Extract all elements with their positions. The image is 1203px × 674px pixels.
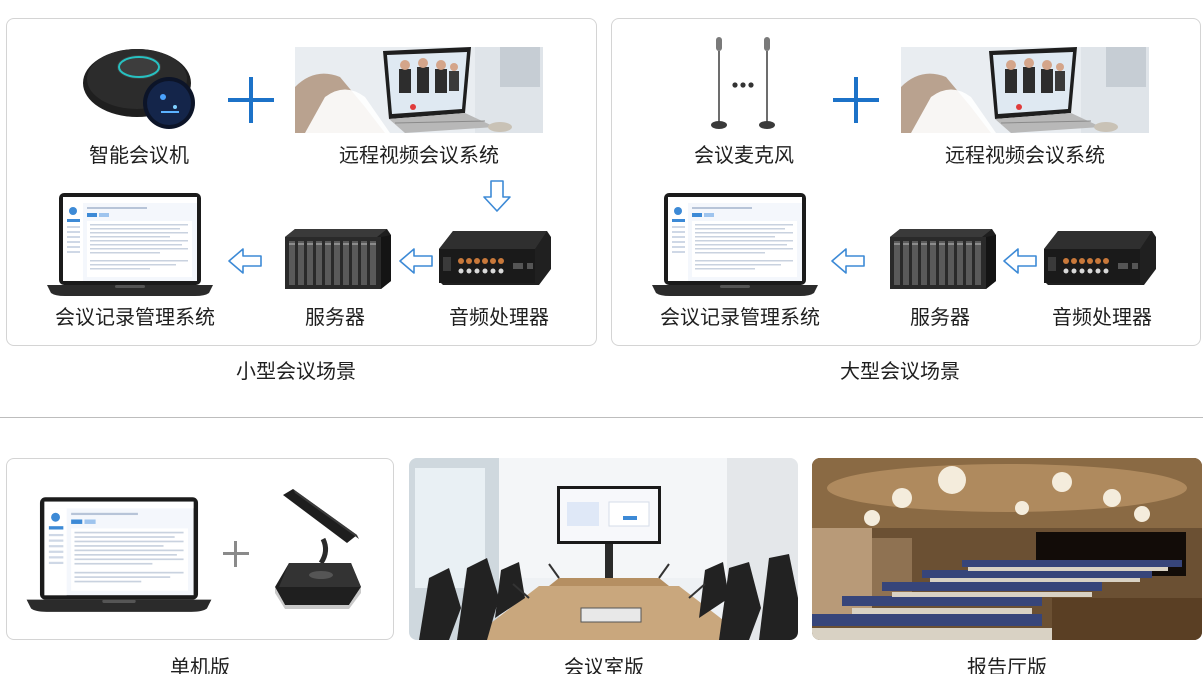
server-label: 服务器 [910,305,970,329]
server-icon [884,229,998,291]
meeting-room-caption: 会议室版 [564,655,644,674]
server-icon [279,229,393,291]
arrow-left-icon [398,247,434,275]
standalone-card [6,458,394,640]
video-conference-photo [295,47,543,133]
record-management-label: 会议记录管理系统 [660,305,820,329]
plus-icon [228,77,274,123]
standalone-caption: 单机版 [170,655,230,674]
arrow-left-icon [227,247,263,275]
laptop-icon [23,495,215,613]
conference-microphone-label: 会议麦克风 [694,143,794,167]
desktop-microphone-icon [275,489,361,609]
arrow-left-icon [830,247,866,275]
video-conference-system-label: 远程视频会议系统 [339,143,499,167]
audio-processor-label: 音频处理器 [1052,305,1152,329]
video-conference-system-label: 远程视频会议系统 [945,143,1105,167]
large-scenario-caption: 大型会议场景 [840,359,960,383]
microphone-icon [711,37,775,129]
arrow-down-icon [482,179,512,213]
plus-icon [833,77,879,123]
laptop-icon [650,191,820,297]
audio-processor-icon [1044,229,1156,287]
audio-processor-icon [439,229,551,287]
large-scenario-panel: 会议麦克风 远程视频会议系统 会议记录管理系统 服务器 音频处理器 [611,18,1201,346]
plus-icon [223,541,249,567]
video-conference-photo [901,47,1149,133]
record-management-label: 会议记录管理系统 [55,305,215,329]
smart-conference-device-icon [83,49,195,129]
server-label: 服务器 [305,305,365,329]
audio-processor-label: 音频处理器 [449,305,549,329]
meeting-room-photo [409,458,798,640]
arrow-left-icon [1002,247,1038,275]
section-divider [0,417,1203,418]
auditorium-photo [812,458,1202,640]
smart-conference-device-label: 智能会议机 [89,143,189,167]
laptop-icon [45,191,215,297]
small-scenario-panel: 智能会议机 远程视频会议系统 会议记录管理系统 服务器 音频处理器 [6,18,597,346]
auditorium-caption: 报告厅版 [967,655,1047,674]
small-scenario-caption: 小型会议场景 [236,359,356,383]
